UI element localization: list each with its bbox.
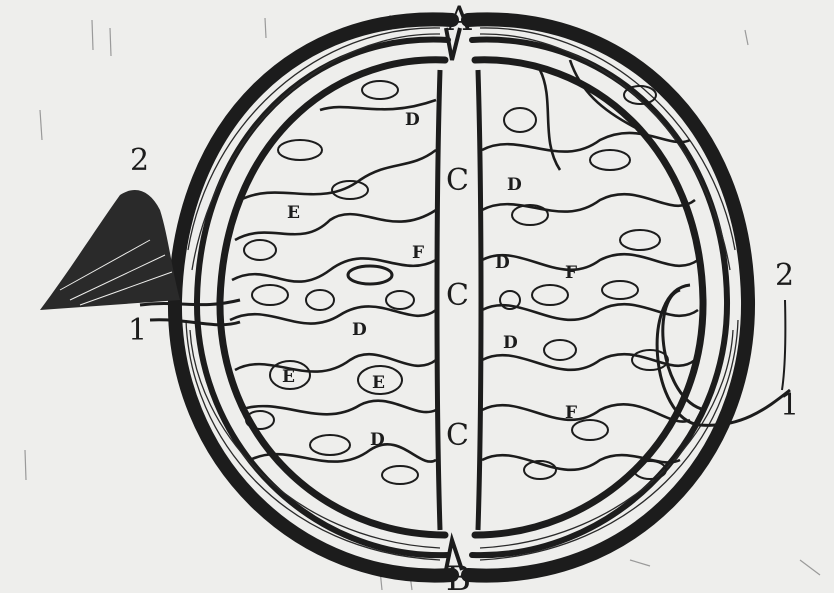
label-c-lower: C [446, 418, 469, 453]
label-a: A [446, 0, 472, 39]
label-f-low-right: F [565, 403, 577, 423]
label-2-right: 2 [775, 258, 794, 293]
figure-labels: A B C C C D D D D D D E E E F F F 2 1 2 … [128, 0, 799, 593]
label-1-right: 1 [780, 388, 799, 423]
label-c-upper: C [446, 163, 469, 198]
label-d-low-left: D [370, 430, 385, 450]
label-1-left: 1 [128, 313, 147, 348]
label-2-left: 2 [130, 143, 149, 178]
label-f-left: F [412, 243, 424, 263]
label-f-right: F [565, 263, 577, 283]
label-d-upper-left: D [405, 110, 420, 130]
label-d-upper-right: D [507, 175, 522, 195]
label-b: B [446, 559, 471, 593]
label-e-left-1: E [282, 367, 295, 387]
label-c-middle: C [446, 278, 469, 313]
label-e-upper-left: E [287, 203, 300, 223]
label-d-mid-right: D [495, 253, 510, 273]
label-d-low-right: D [503, 333, 518, 353]
label-e-left-2: E [372, 373, 385, 393]
label-d-mid-left: D [352, 320, 367, 340]
